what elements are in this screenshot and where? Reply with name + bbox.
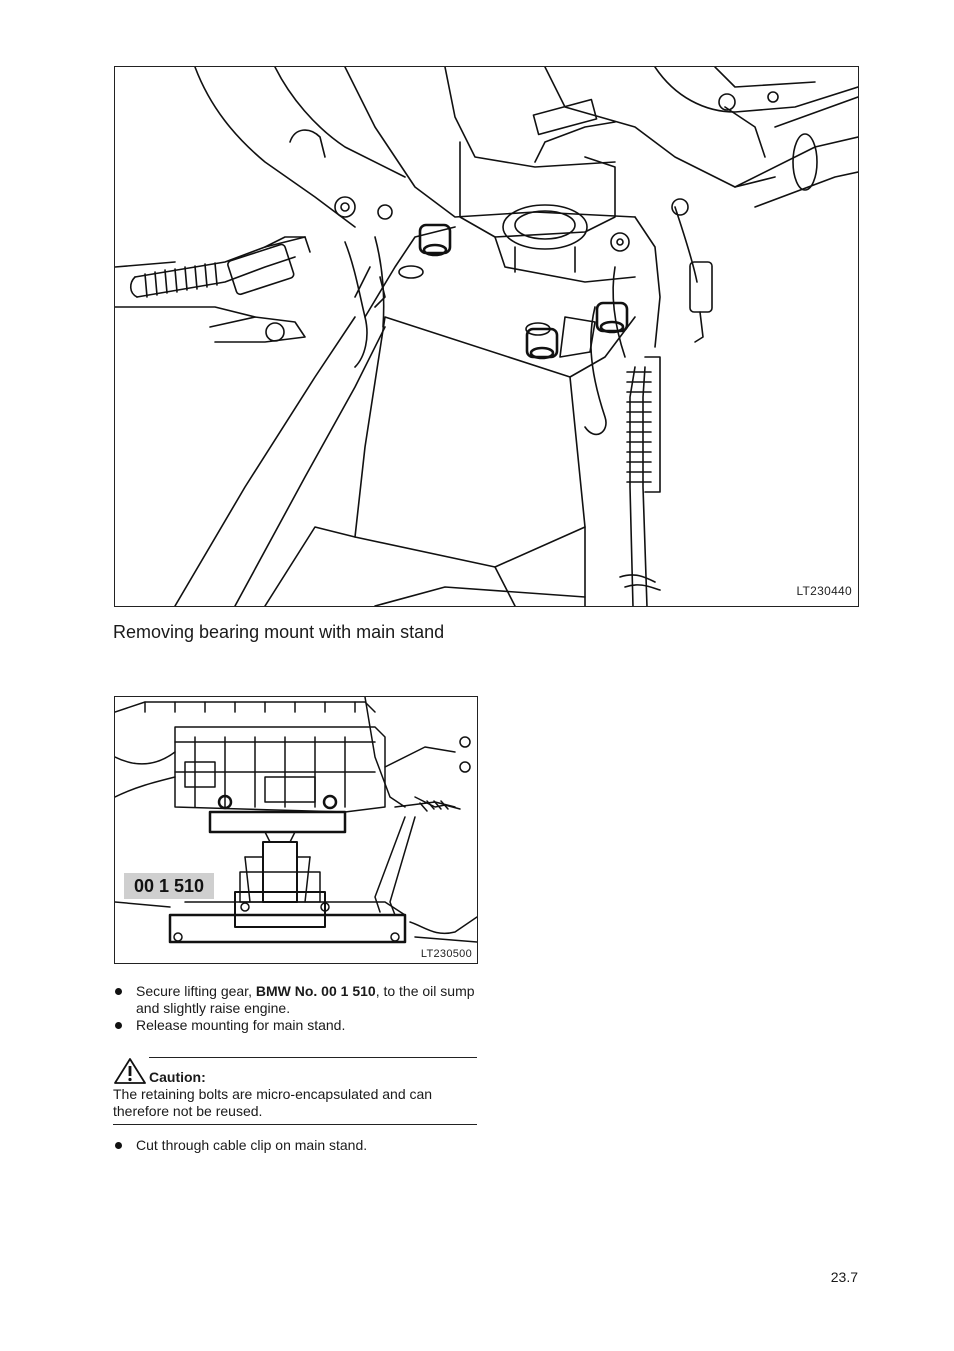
list-item: Cut through cable clip on main stand. [113, 1137, 479, 1154]
caution-title: Caution: [149, 1069, 206, 1085]
figure-code: LT230500 [420, 948, 472, 960]
section-heading: Removing bearing mount with main stand [113, 622, 445, 642]
figure-lifting-gear: 00 1 510 LT230500 [114, 696, 478, 964]
tool-reference: BMW No. 00 1 510 [255, 983, 376, 999]
bullet-icon [115, 988, 122, 995]
bullet-icon [115, 1022, 122, 1029]
list-item: Secure lifting gear, BMW No. 00 1 510, t… [113, 983, 479, 1017]
page-number: 23.7 [830, 1269, 858, 1285]
lifting-gear-illustration [115, 697, 477, 944]
warning-triangle-icon [114, 1058, 146, 1084]
figure-code: LT230440 [796, 584, 852, 598]
steps-list-a: Secure lifting gear, BMW No. 00 1 510, t… [113, 983, 479, 1034]
divider [149, 1057, 477, 1058]
bearing-mount-illustration [115, 67, 858, 606]
caution-text: The retaining bolts are micro-encapsulat… [113, 1086, 433, 1119]
figure-bearing-mount: LT230440 [114, 66, 859, 607]
list-item: Release mounting for main stand. [113, 1017, 479, 1034]
divider [113, 1124, 477, 1125]
bullet-icon [115, 1142, 122, 1149]
steps-list-b: Cut through cable clip on main stand. [113, 1137, 479, 1154]
tool-number-label: 00 1 510 [124, 873, 215, 899]
